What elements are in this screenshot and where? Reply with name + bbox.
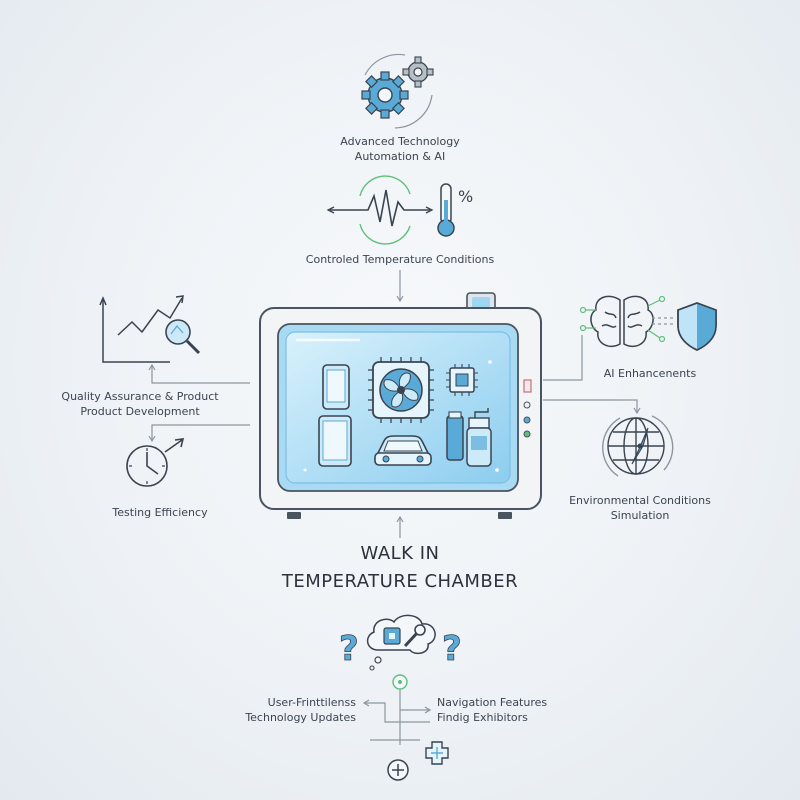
diagram-title: WALK IN TEMPERATURE CHAMBER <box>281 543 519 592</box>
globe-icon <box>602 415 674 477</box>
percent-icon: % <box>458 187 473 206</box>
trend-chart-icon <box>99 295 184 363</box>
label-navigation-features: Navigation Features Findig Exhibitors <box>437 696 548 724</box>
temperature-wave-icon <box>326 175 434 245</box>
fan-chip-icon <box>368 357 434 423</box>
clock-icon <box>126 438 185 487</box>
connector-testing <box>151 424 250 440</box>
label-environmental-conditions: Environmental Conditions Simulation <box>569 494 711 522</box>
connector-navigation-arrow <box>424 706 432 714</box>
label-ai-enhancements: AI Enhancenents <box>603 367 697 380</box>
connector-top-arrow <box>396 295 404 303</box>
question-mark-right-icon: ? <box>442 629 462 669</box>
question-mark-left-icon: ? <box>339 629 359 669</box>
connector-lines <box>148 270 641 745</box>
connector-quality-arrow <box>148 363 156 371</box>
plus-circle-icon <box>387 759 409 781</box>
wrench-icon <box>403 624 426 648</box>
connector-environment <box>543 399 638 412</box>
connector-bottom-arrow <box>396 515 404 523</box>
connector-user-arrow <box>362 699 370 707</box>
label-quality-assurance: Quality Assurance & Product Product Deve… <box>61 390 219 418</box>
gears-icon <box>361 53 434 129</box>
cosmetic-bottles-icon <box>446 408 492 467</box>
label-controlled-temperature: Controled Temperature Conditions <box>305 253 495 266</box>
label-testing-efficiency: Testing Efficiency <box>112 506 208 519</box>
chip-icon <box>446 364 478 396</box>
thermometer-icon <box>437 183 455 237</box>
connector-ai <box>543 335 583 381</box>
connector-testing-arrow <box>148 435 156 443</box>
magnifier-icon <box>165 319 201 355</box>
car-icon <box>374 435 432 466</box>
label-user-friendliness: User-Frinttilenss Technology Updates <box>245 696 356 724</box>
bubble-chip-icon <box>383 627 401 645</box>
brain-nodes <box>579 295 674 343</box>
phone-icon <box>322 364 350 410</box>
compass-needle-icon <box>631 427 649 465</box>
cross-arrows-icon <box>425 741 449 765</box>
connector-quality <box>151 366 250 384</box>
connector-user <box>365 702 430 723</box>
brain-icon <box>590 295 654 348</box>
connector-environment-arrow <box>633 407 641 415</box>
thought-bubble-icon <box>366 614 436 671</box>
label-advanced-technology: Advanced Technology Automation & AI <box>340 135 460 163</box>
shield-icon <box>677 302 717 351</box>
target-circle-icon <box>392 674 408 690</box>
tablet-icon <box>318 415 352 467</box>
